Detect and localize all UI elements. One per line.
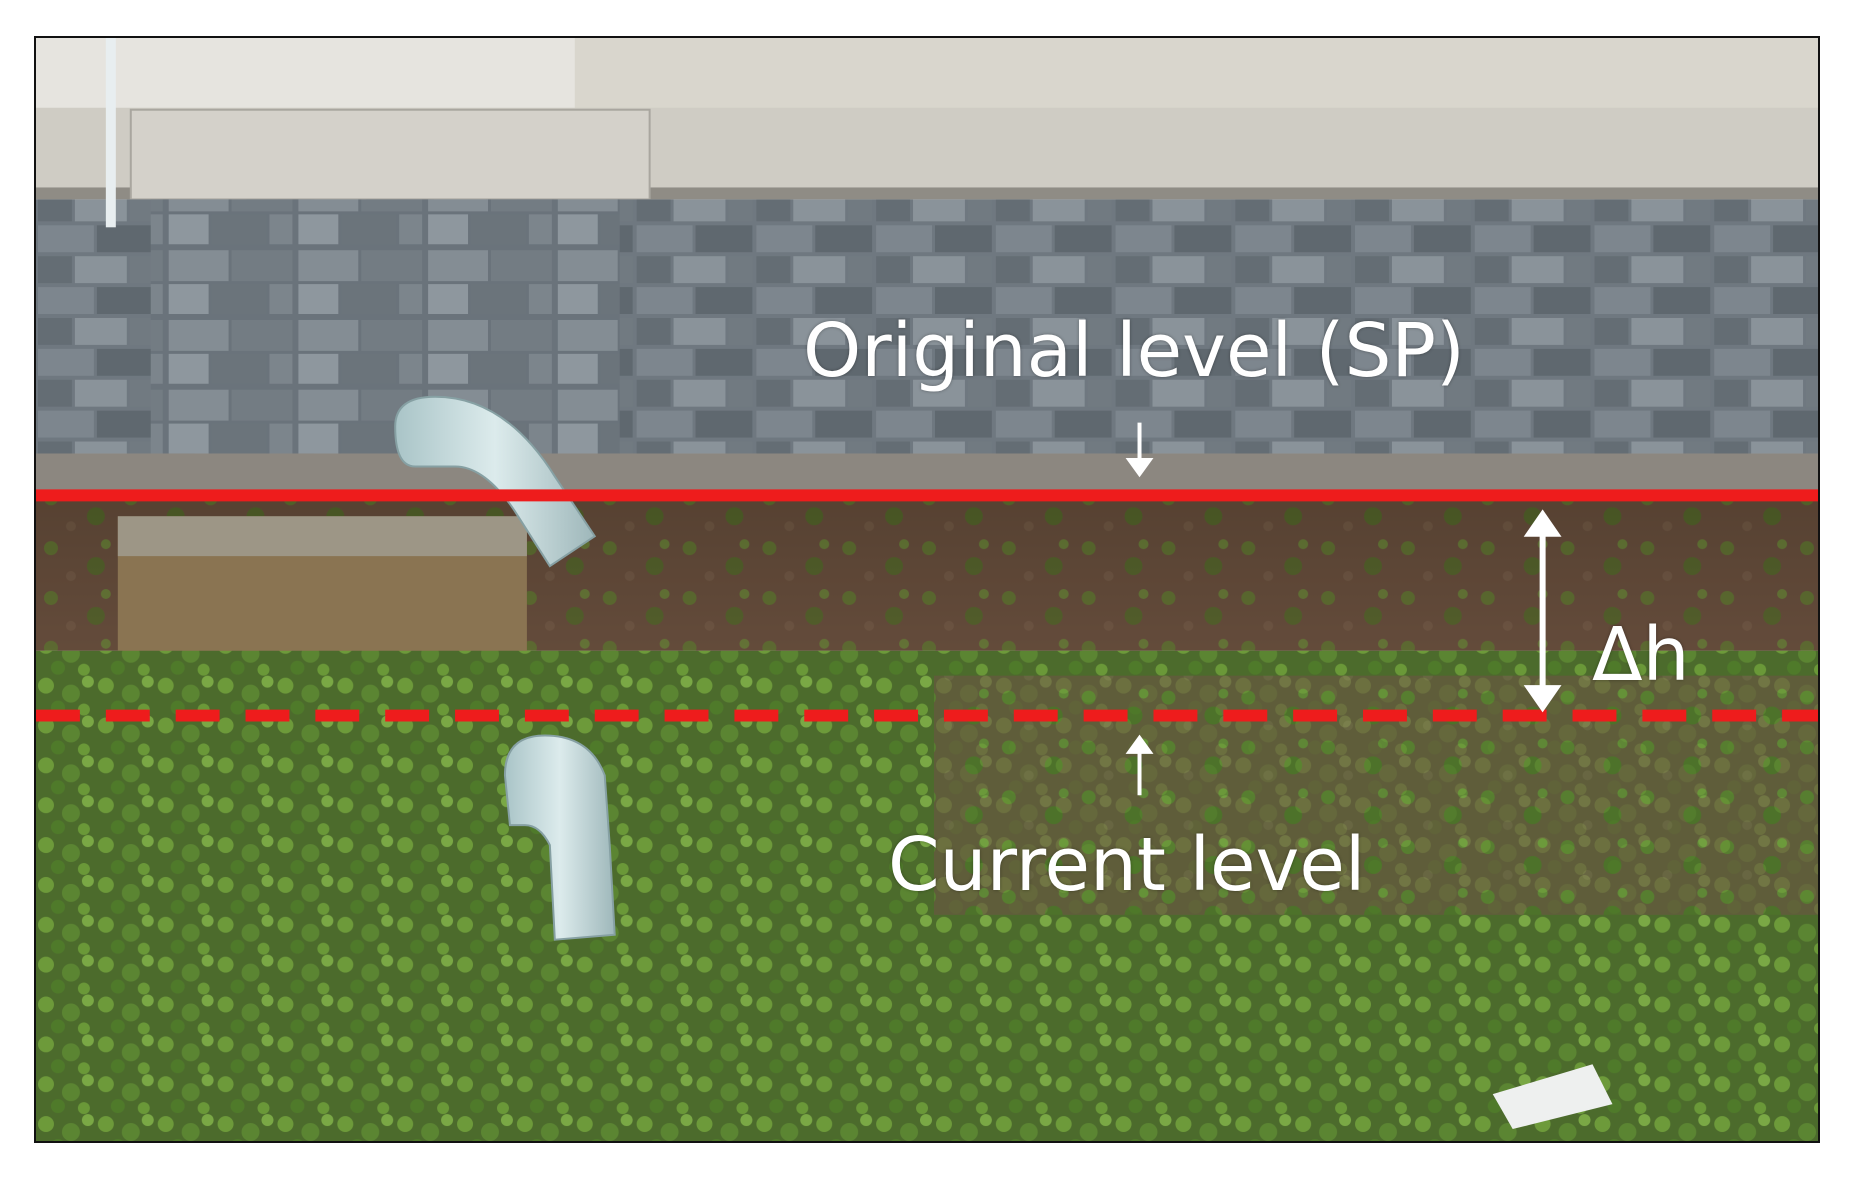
delta-h-arrow bbox=[1523, 509, 1562, 713]
pvc-drain-pipe-lower bbox=[503, 734, 616, 941]
original-level-arrow bbox=[1125, 422, 1154, 478]
building-foundation-photo bbox=[36, 38, 1818, 1141]
stone-pillar bbox=[150, 199, 620, 454]
conduit-pipe bbox=[105, 38, 116, 228]
current-level-label: Current level bbox=[888, 822, 1366, 908]
upper-wall-left bbox=[36, 38, 575, 113]
concrete-block-top bbox=[117, 516, 527, 557]
debris bbox=[1492, 1064, 1613, 1130]
current-level-arrow bbox=[1125, 734, 1154, 796]
photo-figure: Original level (SP) Current level Δh bbox=[34, 36, 1820, 1143]
pvc-drain-pipe-upper bbox=[394, 395, 597, 568]
plinth-cap-left bbox=[129, 108, 651, 201]
delta-h-label: Δh bbox=[1592, 612, 1690, 698]
original-level-label: Original level (SP) bbox=[803, 308, 1465, 394]
ledge-shadow bbox=[36, 187, 1818, 200]
